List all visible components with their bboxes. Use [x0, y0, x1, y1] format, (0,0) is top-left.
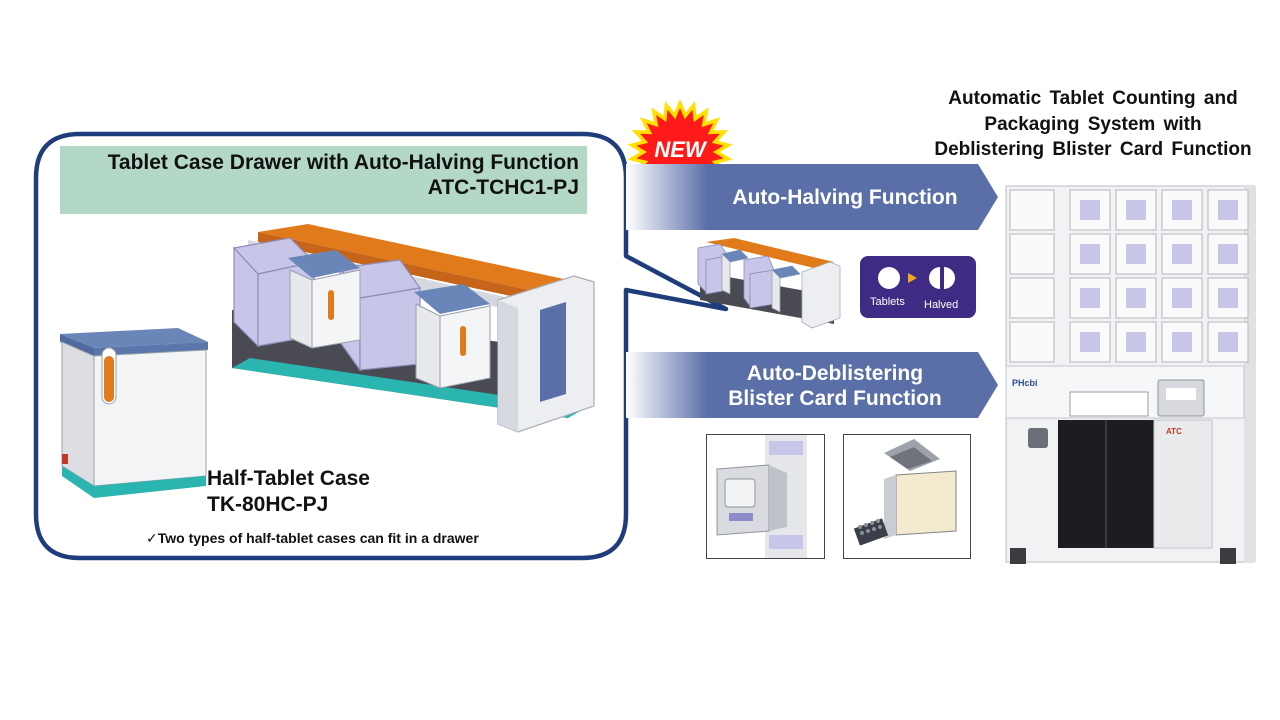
drawer-label-panel — [1218, 288, 1238, 308]
machine-drawer — [1009, 189, 1055, 231]
deblister-unit-image — [716, 435, 807, 558]
halved-label: Halved — [924, 299, 959, 311]
auto-halving-label: Auto-Halving Function — [732, 186, 958, 209]
drawer-label-panel — [1172, 288, 1192, 308]
drawer-label-panel — [1126, 200, 1146, 220]
drawer-label-panel — [1080, 332, 1100, 352]
auto-deblistering-label: Auto-Deblistering Blister Card Function — [690, 361, 980, 411]
tablet-halving-icon — [878, 267, 955, 289]
drawer-model: ATC-TCHC1-PJ — [427, 176, 579, 199]
drawer-title-line1: Tablet Case Drawer with Auto-Halving Fun… — [107, 151, 579, 174]
atc-model-mark: ATC — [1166, 427, 1182, 436]
tablets-label: Tablets — [870, 296, 905, 308]
half-tablet-case-name: Half-Tablet Case TK-80HC-PJ — [207, 466, 370, 518]
tablet-case-drawer-illustration — [232, 224, 595, 433]
machine-drawer — [1115, 277, 1157, 319]
auto-deblistering-arrow — [626, 352, 998, 418]
drawer-label-panel — [1126, 288, 1146, 308]
drawer-label-panel — [1172, 332, 1192, 352]
deblister-unit-photo — [706, 434, 825, 559]
drawer-label-panel — [1126, 332, 1146, 352]
drawer-label-panel — [1172, 244, 1192, 264]
machine-drawer — [1115, 321, 1157, 363]
drawer-label-panel — [1080, 288, 1100, 308]
drawer-label-panel — [1080, 200, 1100, 220]
auto-deblistering-line2: Blister Card Function — [728, 387, 942, 410]
new-badge-label: NEW — [654, 137, 706, 162]
blister-case-photo — [843, 434, 971, 559]
drawer-title-box: Tablet Case Drawer with Auto-Halving Fun… — [60, 146, 587, 214]
atc-machine-illustration: PHcbi ATC — [1005, 185, 1256, 564]
auto-halving-arrow — [626, 164, 998, 230]
blister-case-image — [853, 439, 957, 546]
drawer-label-panel — [1126, 244, 1146, 264]
half-tablet-case-illustration — [60, 328, 208, 498]
auto-deblistering-line1: Auto-Deblistering — [746, 362, 924, 385]
drawer-label-panel — [1172, 200, 1192, 220]
drawer-label-panel — [1080, 244, 1100, 264]
halving-diagram: Tablets Halved — [860, 256, 976, 318]
machine-drawer — [1009, 233, 1055, 275]
drawer-label-panel — [1218, 332, 1238, 352]
drawer-label-panel — [1218, 200, 1238, 220]
brand-logo: PHcbi — [1012, 378, 1038, 388]
system-title-line1: Automatic Tablet Counting and — [948, 88, 1238, 109]
drawer-label-panel — [1218, 244, 1238, 264]
drawer-thumbnail — [697, 238, 841, 329]
machine-drawer — [1009, 277, 1055, 319]
system-title-line2: Packaging System with — [984, 113, 1202, 135]
drawer-title: Tablet Case Drawer with Auto-Halving Fun… — [108, 150, 579, 200]
system-title: Automatic Tablet Counting and Packaging … — [912, 86, 1274, 163]
half-tablet-case-title: Half-Tablet Case — [207, 467, 370, 490]
half-tablet-case-model: TK-80HC-PJ — [207, 493, 329, 516]
system-title-line3: Deblistering Blister Card Function — [934, 139, 1252, 160]
half-tablet-case-note: ✓Two types of half-tablet cases can fit … — [146, 530, 479, 546]
machine-drawer — [1009, 321, 1055, 363]
